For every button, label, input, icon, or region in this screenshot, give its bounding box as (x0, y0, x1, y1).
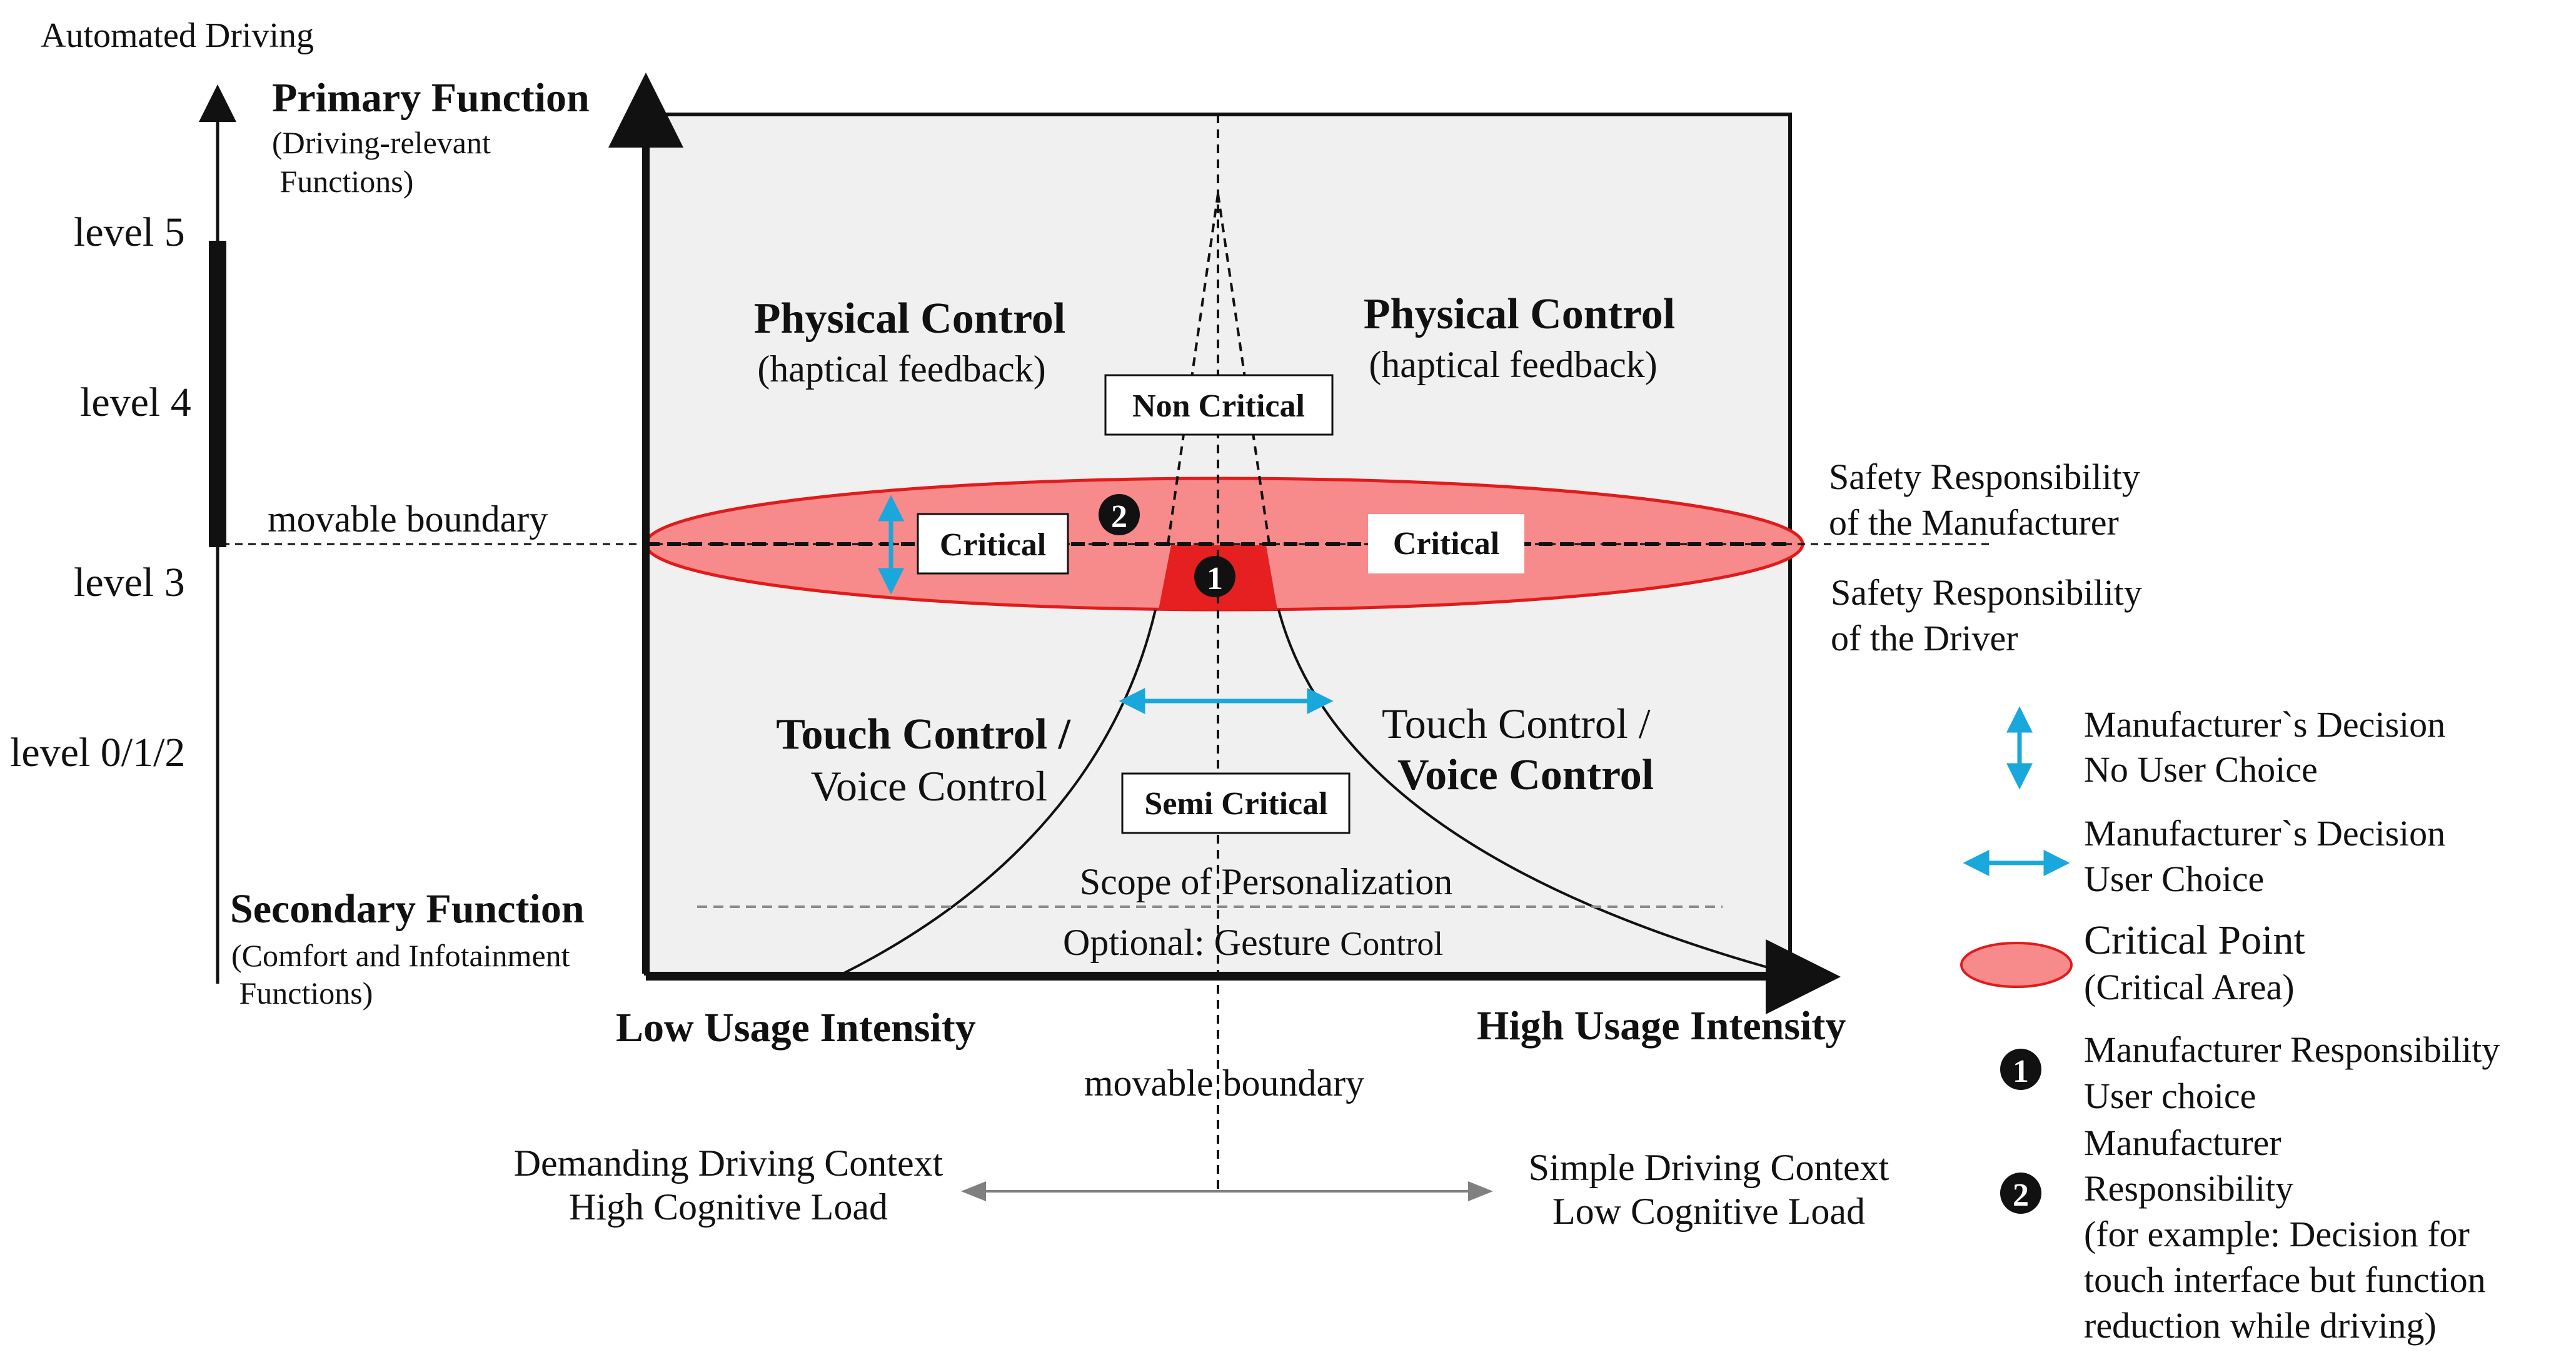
legend-black-circle-2-icon (2000, 1173, 2041, 1214)
primary-function-title: Primary Function (272, 75, 590, 121)
optional-gesture-suffix: Control (1340, 925, 1443, 962)
legend-critical-line1: Critical Point (2084, 917, 2305, 963)
legend-marker1-line1: Manufacturer Responsibility (2084, 1029, 2500, 1070)
primary-function-sub2: Functions) (272, 164, 413, 199)
physical-control-left-sub: (haptical feedback) (757, 348, 1045, 390)
legend-black-circle-1-icon (2000, 1049, 2041, 1090)
legend-marker2-line4: touch interface but function (2084, 1259, 2486, 1300)
legend-red-ellipse-icon (1960, 942, 2073, 988)
non-critical-label: Non Critical (1132, 388, 1305, 424)
high-cognitive-load-line2: High Cognitive Load (569, 1186, 888, 1228)
legend-marker1-line2: User choice (2084, 1076, 2256, 1116)
voice-control-left-line2: Voice Control (811, 762, 1047, 810)
legend-marker2-line2: Responsibility (2084, 1168, 2293, 1209)
semi-critical-label: Semi Critical (1144, 786, 1327, 822)
legend-horizontal-line2: User Choice (2084, 859, 2264, 899)
black-circle-2-icon (1099, 494, 1140, 535)
low-cognitive-load-line2: Low Cognitive Load (1552, 1191, 1865, 1232)
marker-two-label: 2 (1111, 499, 1127, 535)
legend-marker-one-label: 1 (2013, 1054, 2029, 1089)
bottom-movable-boundary-label: movable boundary (1084, 1062, 1364, 1104)
touch-control-left-line1: Touch Control / (776, 710, 1071, 759)
optional-gesture-prefix: Optional: Gesture (1063, 922, 1340, 963)
critical-left-label: Critical (940, 527, 1046, 563)
secondary-function-sub2: Functions) (231, 976, 373, 1011)
voice-control-right-line2: Voice Control (1397, 751, 1654, 799)
demanding-context-line1: Demanding Driving Context (514, 1143, 943, 1184)
funnel-curve-left (842, 609, 1157, 975)
level-012-label: level 0/1/2 (10, 730, 185, 775)
primary-function-sub1: (Driving-relevant (272, 125, 491, 160)
legend-marker2-line5: reduction while driving) (2084, 1305, 2437, 1346)
black-circle-1-icon (1194, 556, 1235, 597)
legend-vertical-line2: No User Choice (2084, 749, 2318, 790)
automated-driving-title: Automated Driving (41, 16, 314, 55)
scope-of-personalization-label: Scope of Personalization (1080, 861, 1453, 902)
non-critical-box (1104, 374, 1334, 436)
critical-box-left (917, 513, 1069, 575)
physical-control-right-sub: (haptical feedback) (1369, 344, 1657, 385)
safety-manufacturer-line1: Safety Responsibility (1829, 457, 2140, 497)
physical-control-right-title: Physical Control (1364, 290, 1675, 338)
level-5-label: level 5 (74, 209, 185, 255)
critical-box-right (1368, 514, 1524, 573)
high-usage-intensity-label: High Usage Intensity (1477, 1003, 1846, 1049)
funnel-curve-right (1277, 609, 1791, 975)
legend-vertical-line1: Manufacturer`s Decision (2084, 704, 2445, 745)
secondary-function-title: Secondary Function (230, 886, 585, 932)
legend-marker2-line1: Manufacturer (2084, 1122, 2282, 1163)
critical-right-label: Critical (1393, 526, 1499, 562)
legend-marker-two-label: 2 (2013, 1178, 2029, 1213)
safety-driver-line2: of the Driver (1831, 618, 2018, 658)
legend-horizontal-line1: Manufacturer`s Decision (2084, 813, 2445, 854)
safety-manufacturer-line2: of the Manufacturer (1829, 502, 2119, 543)
left-movable-boundary-label: movable boundary (268, 498, 548, 540)
legend-marker2-line3: (for example: Decision for (2084, 1214, 2470, 1254)
secondary-function-sub1: (Comfort and Infotainment (231, 938, 570, 973)
low-usage-intensity-label: Low Usage Intensity (616, 1005, 976, 1051)
marker-one-label: 1 (1207, 561, 1223, 597)
semi-critical-box (1121, 772, 1351, 834)
physical-control-left-title: Physical Control (754, 295, 1065, 343)
touch-control-right-line1: Touch Control / (1382, 700, 1651, 747)
level-3-label: level 3 (74, 560, 185, 605)
legend-critical-line2: (Critical Area) (2084, 967, 2295, 1007)
simple-context-line1: Simple Driving Context (1529, 1147, 1889, 1188)
safety-driver-line1: Safety Responsibility (1831, 572, 2142, 613)
automation-level-bar (209, 241, 226, 547)
level-4-label: level 4 (80, 380, 191, 425)
optional-gesture-control-label: Optional: Gesture Control (1063, 922, 1443, 963)
